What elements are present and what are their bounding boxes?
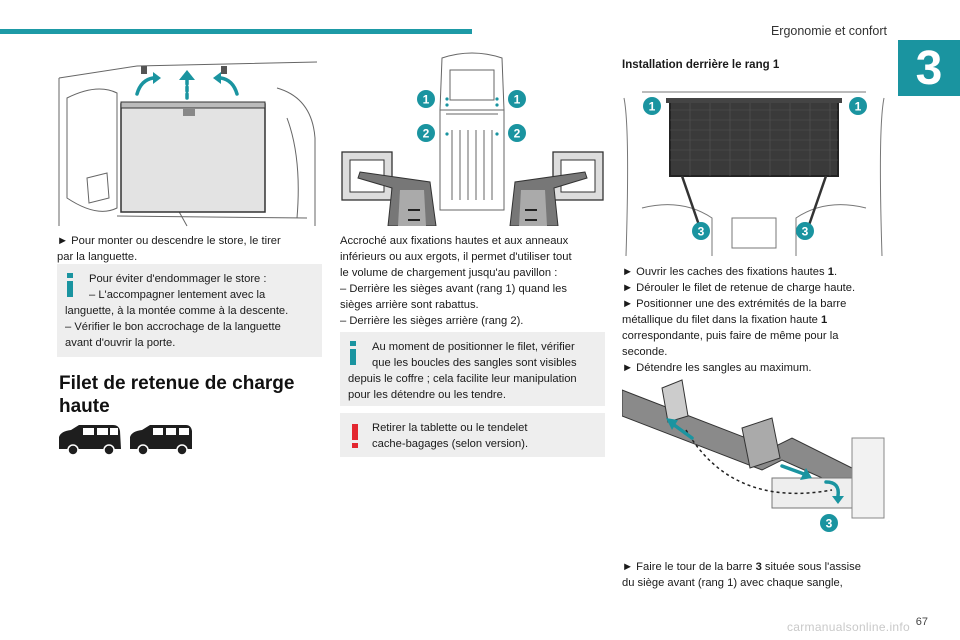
van-short-icon <box>59 425 121 455</box>
svg-text:3: 3 <box>826 517 833 531</box>
svg-text:1: 1 <box>855 100 862 114</box>
svg-text:2: 2 <box>423 127 430 141</box>
info-icon <box>67 273 73 297</box>
section-title: Filet de retenue de charge haute <box>59 373 295 417</box>
svg-text:2: 2 <box>514 127 521 141</box>
svg-text:1: 1 <box>514 93 521 107</box>
info-icon <box>350 341 356 365</box>
svg-text:3: 3 <box>802 225 809 239</box>
page-number: 67 <box>915 616 928 628</box>
net-info-box: Au moment de positionner le filet, vérif… <box>340 332 605 406</box>
net-description: Accroché aux fixations hautes et aux ann… <box>340 235 572 327</box>
net-mounting-illustration: 1 1 2 2 <box>341 52 604 226</box>
svg-text:1: 1 <box>423 93 430 107</box>
van-long-icon <box>130 425 192 455</box>
watermark: carmanualsonline.info <box>786 620 910 634</box>
chapter-badge: 3 <box>898 40 960 96</box>
sunblind-instruction: ► Pour monter ou descendre le store, le … <box>57 235 281 263</box>
net-installed-illustration: 1 1 3 3 <box>623 91 885 257</box>
header-accent-bar <box>0 29 472 34</box>
sunblind-info-box: Pour éviter d'endommager le store : – L'… <box>57 264 322 357</box>
page-header-title: Ergonomie et confort <box>770 24 887 38</box>
installation-subtitle: Installation derrière le rang 1 <box>622 59 780 71</box>
sunblind-illustration <box>58 61 318 227</box>
warning-box: Retirer la tablette ou le tendelet cache… <box>340 413 605 457</box>
strap-illustration: 3 <box>622 379 885 532</box>
svg-text:3: 3 <box>698 225 705 239</box>
installation-steps: ► Ouvrir les caches des fixations hautes… <box>622 266 856 374</box>
warning-icon <box>352 424 358 448</box>
final-step: ► Faire le tour de la barre 3 située sou… <box>622 561 861 589</box>
svg-text:1: 1 <box>649 100 656 114</box>
